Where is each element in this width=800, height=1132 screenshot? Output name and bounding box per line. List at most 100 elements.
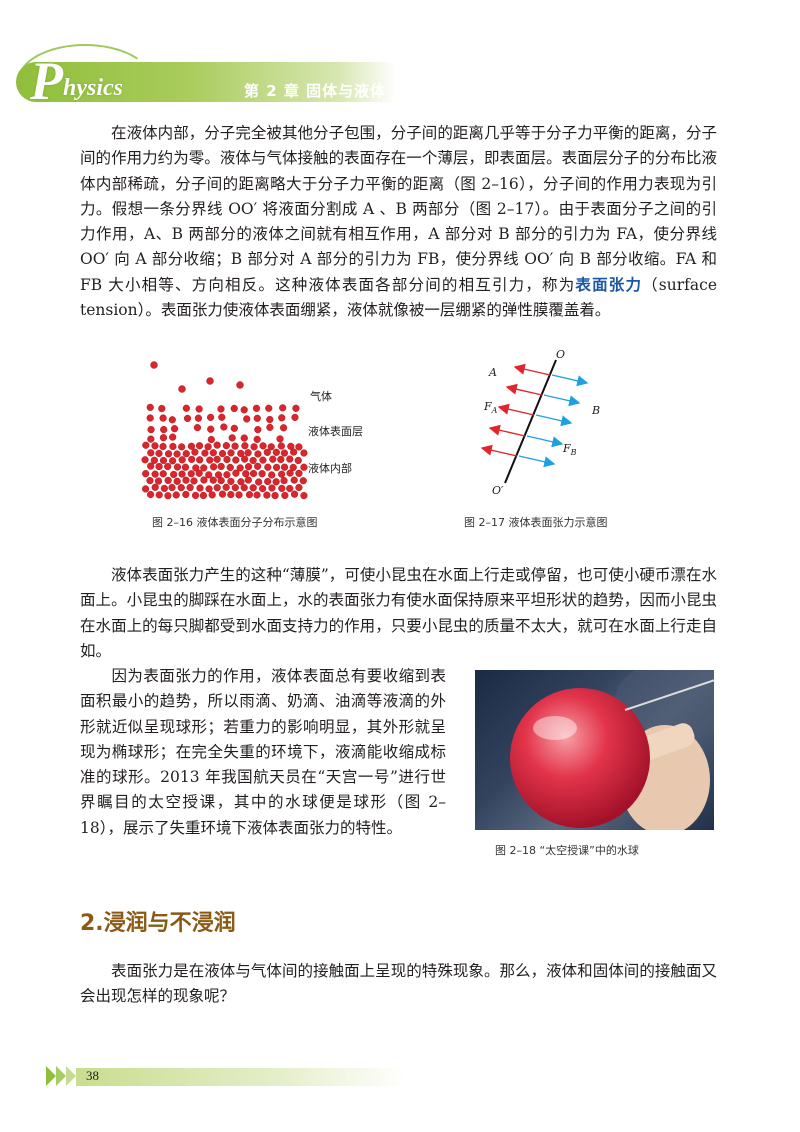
molecule-dot xyxy=(236,381,244,389)
molecule-dot xyxy=(205,485,213,493)
term-surface-tension: 表面张力 xyxy=(575,275,643,294)
molecule-dot xyxy=(213,455,221,463)
molecule-dot xyxy=(213,484,221,492)
molecule-dot xyxy=(280,463,289,471)
molecule-dot xyxy=(164,492,172,500)
molecule-dot xyxy=(159,414,167,422)
molecule-dot xyxy=(272,478,280,486)
molecule-dot xyxy=(190,477,198,485)
molecule-dot xyxy=(231,442,239,450)
caption-fig-2-16: 图 2–16 液体表面分子分布示意图 xyxy=(152,516,318,529)
molecule-dot xyxy=(271,491,279,500)
molecule-dot xyxy=(272,448,280,456)
molecule-dot xyxy=(170,470,178,479)
molecule-dot xyxy=(254,450,262,458)
molecule-dot xyxy=(259,442,267,450)
molecule-dot xyxy=(240,434,248,442)
molecule-dot xyxy=(290,448,298,456)
molecule-dot xyxy=(249,484,257,492)
molecule-dot xyxy=(205,471,213,479)
molecule-dot xyxy=(159,456,168,465)
molecule-dot xyxy=(218,449,227,458)
molecule-dot xyxy=(207,435,215,444)
label-surface-layer: 液体表面层 xyxy=(308,425,363,438)
molecule-dot xyxy=(146,414,154,422)
label-FA: FA xyxy=(484,400,498,416)
molecule-dot xyxy=(277,442,285,450)
molecule-dot xyxy=(187,442,196,450)
molecule-dot xyxy=(187,470,195,478)
molecule-dot xyxy=(287,442,295,450)
label-O: O xyxy=(556,348,566,361)
molecule-dot xyxy=(227,449,235,457)
molecule-dot xyxy=(201,449,209,457)
molecule-dot xyxy=(217,477,225,485)
molecule-dot xyxy=(159,470,167,478)
molecule-dot xyxy=(178,456,186,464)
molecule-dot xyxy=(240,484,248,492)
molecule-dot xyxy=(286,484,294,493)
chapter-title: 第 2 章 固体与液体 xyxy=(244,82,387,100)
molecule-dot xyxy=(146,403,154,411)
molecule-dot xyxy=(195,469,203,477)
molecule-dot xyxy=(300,449,308,457)
molecule-dot xyxy=(173,450,181,458)
molecule-dot xyxy=(231,484,239,492)
molecule-dot xyxy=(195,405,203,413)
molecule-dot xyxy=(230,424,238,432)
molecule-dot xyxy=(237,449,245,458)
molecule-dot xyxy=(191,491,200,499)
molecule-dot xyxy=(295,443,303,451)
molecule-dot xyxy=(265,404,273,412)
molecule-dot xyxy=(172,491,180,499)
molecule-dot xyxy=(289,463,297,472)
molecule-dot xyxy=(192,464,200,472)
molecule-dot xyxy=(151,442,159,450)
molecule-dot xyxy=(147,449,155,457)
molecule-dot xyxy=(164,450,173,458)
molecule-dot xyxy=(196,456,204,464)
molecule-dot xyxy=(150,361,158,369)
molecule-dot xyxy=(266,415,274,424)
molecule-dot xyxy=(244,449,252,457)
molecule-dot xyxy=(173,463,182,471)
molecule-dot xyxy=(253,491,261,499)
molecule-dot xyxy=(151,483,159,491)
molecule-dot xyxy=(236,464,244,472)
molecule-dot xyxy=(266,423,274,431)
molecule-dot xyxy=(200,476,208,484)
molecule-dot xyxy=(252,404,261,412)
molecule-dot xyxy=(142,470,150,478)
molecule-dot xyxy=(253,414,261,422)
molecule-dot xyxy=(142,441,150,449)
label-B: B xyxy=(592,404,601,417)
molecule-dot xyxy=(295,483,303,492)
molecule-dot xyxy=(255,478,263,486)
molecule-dot xyxy=(169,442,177,451)
molecule-dot xyxy=(169,457,177,465)
molecule-dot xyxy=(217,405,225,413)
molecule-dot xyxy=(160,425,168,434)
molecule-dot xyxy=(223,455,231,464)
label-O-prime: O′ xyxy=(492,484,504,497)
molecule-dot xyxy=(196,484,204,492)
caption-fig-2-18: 图 2–18 “太空授课”中的水球 xyxy=(495,844,639,857)
molecule-dot xyxy=(286,455,294,463)
water-ball-illustration xyxy=(510,670,714,830)
molecule-dot xyxy=(264,463,272,471)
molecule-dot xyxy=(146,490,155,499)
molecule-dot xyxy=(264,477,272,486)
molecule-dot xyxy=(168,483,176,492)
molecule-dot xyxy=(182,404,190,412)
section-heading: 2.浸润与不浸润 xyxy=(80,911,236,936)
molecule-dot xyxy=(235,491,243,499)
molecule-dot xyxy=(218,490,227,498)
molecule-dot xyxy=(170,425,179,433)
figure-molecule-distribution xyxy=(141,361,308,500)
molecule-dot xyxy=(291,413,299,421)
molecule-dot xyxy=(244,463,253,471)
molecule-dot xyxy=(195,442,204,450)
molecule-dot xyxy=(268,471,276,479)
molecule-dot xyxy=(230,404,238,413)
force-arrows-A xyxy=(480,363,551,457)
